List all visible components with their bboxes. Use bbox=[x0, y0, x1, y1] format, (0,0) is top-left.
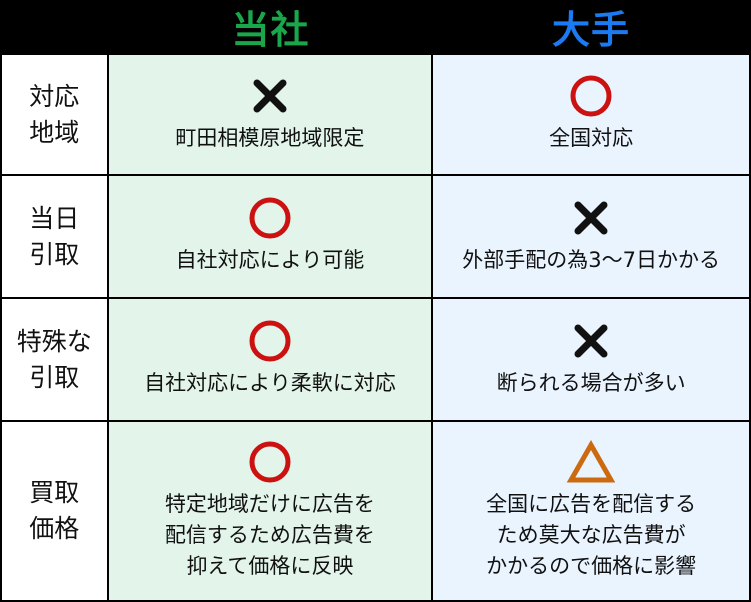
table-row: 特殊な 引取 自社対応により柔軟に対応 断られる場合が多い bbox=[0, 297, 751, 422]
row-label: 対応 地域 bbox=[0, 53, 109, 176]
header-major: 大手 bbox=[551, 8, 630, 52]
table-row: 買取 価格 特定地域だけに広告を 配信するため広告費を 抑えて価格に反映 全国に… bbox=[0, 420, 751, 602]
major-cell: 全国に広告を配信する ため莫大な広告費が かかるので価格に影響 bbox=[431, 420, 751, 602]
major-cell: 断られる場合が多い bbox=[431, 297, 751, 422]
ours-cell: 自社対応により可能 bbox=[106, 174, 434, 299]
row-label-text: 当日 引取 bbox=[29, 203, 80, 269]
major-cell: 外部手配の為3〜7日かかる bbox=[431, 174, 751, 299]
header-ours: 当社 bbox=[231, 8, 310, 52]
ours-description: 自社対応により柔軟に対応 bbox=[144, 371, 396, 395]
ours-description: 自社対応により可能 bbox=[175, 248, 365, 272]
row-label-text: 特殊な 引取 bbox=[16, 326, 92, 392]
triangle-mark-icon bbox=[433, 439, 749, 483]
cross-mark-icon bbox=[433, 197, 749, 239]
cross-mark-icon bbox=[109, 75, 432, 117]
major-description: 断られる場合が多い bbox=[496, 371, 686, 395]
ours-description: 町田相模原地域限定 bbox=[175, 126, 365, 150]
row-label: 特殊な 引取 bbox=[0, 297, 109, 422]
ours-cell: 自社対応により柔軟に対応 bbox=[106, 297, 434, 422]
table-row: 対応 地域 町田相模原地域限定 全国対応 bbox=[0, 53, 751, 176]
row-label: 当日 引取 bbox=[0, 174, 109, 299]
major-description: 外部手配の為3〜7日かかる bbox=[462, 248, 720, 272]
table-row: 当日 引取 自社対応により可能 外部手配の為3〜7日かかる bbox=[0, 174, 751, 299]
major-cell: 全国対応 bbox=[431, 53, 751, 176]
circle-mark-icon bbox=[109, 197, 432, 239]
comparison-table: 対応 地域 町田相模原地域限定 全国対応 当日 引取 自社対応により可能 bbox=[0, 53, 751, 602]
circle-mark-icon bbox=[109, 441, 432, 483]
major-description: 全国対応 bbox=[549, 126, 634, 150]
ours-description: 特定地域だけに広告を 配信するため広告費を 抑えて価格に反映 bbox=[164, 491, 375, 578]
ours-cell: 町田相模原地域限定 bbox=[106, 53, 434, 176]
circle-mark-icon bbox=[433, 75, 749, 117]
row-label-text: 対応 地域 bbox=[29, 81, 80, 147]
circle-mark-icon bbox=[109, 320, 432, 362]
ours-cell: 特定地域だけに広告を 配信するため広告費を 抑えて価格に反映 bbox=[106, 420, 434, 602]
major-description: 全国に広告を配信する ため莫大な広告費が かかるので価格に影響 bbox=[486, 491, 697, 578]
row-label-text: 買取 価格 bbox=[29, 478, 80, 543]
row-label: 買取 価格 bbox=[0, 420, 109, 602]
cross-mark-icon bbox=[433, 320, 749, 362]
header-row: 当社 大手 bbox=[0, 0, 751, 53]
